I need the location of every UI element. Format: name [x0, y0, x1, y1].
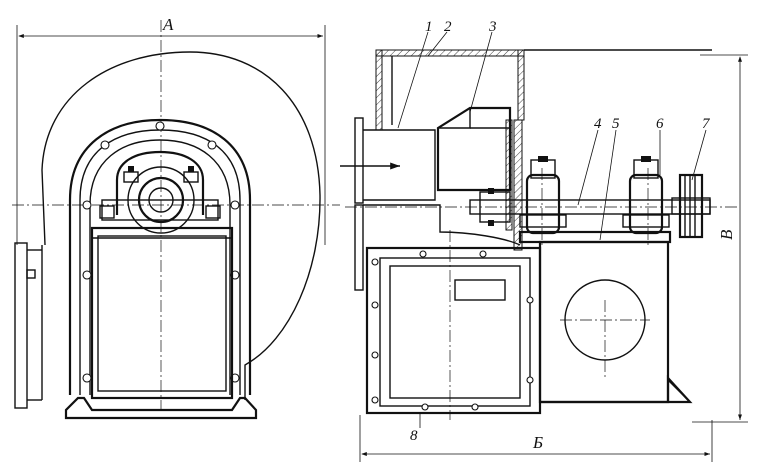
front-base — [64, 396, 258, 420]
dimension-v: В — [692, 54, 748, 423]
dimension-b-label: Б — [532, 433, 543, 452]
bearing-right — [622, 156, 670, 235]
support-frame — [538, 240, 693, 404]
fan-housing-top — [375, 49, 712, 131]
arch-bolts — [82, 121, 240, 383]
outlet-flange-side — [365, 246, 542, 415]
callout-1: 1 — [425, 19, 433, 35]
callout-8: 8 — [410, 428, 418, 444]
callout-leaders — [397, 31, 707, 428]
callout-2: 2 — [444, 19, 452, 35]
inlet-nozzle — [354, 117, 521, 291]
outlet-flange — [14, 242, 28, 409]
callout-4: 4 — [594, 116, 602, 132]
bearing-arch-frame — [68, 118, 252, 395]
side-view: 1 2 3 4 5 6 7 8 Б В — [340, 19, 748, 462]
dimension-b: Б — [359, 415, 713, 462]
front-support-frame — [90, 226, 234, 400]
callout-7: 7 — [702, 116, 711, 132]
impeller — [436, 106, 523, 251]
pulley — [671, 173, 711, 239]
bearing-left — [519, 156, 567, 235]
dimension-a: А — [16, 15, 326, 245]
bearing-housing-front — [99, 150, 221, 234]
dimension-a-label: А — [162, 15, 174, 34]
callout-3: 3 — [488, 19, 497, 35]
volute-casing — [41, 51, 321, 400]
front-view: А — [12, 15, 340, 420]
dimension-v-label: В — [717, 229, 736, 240]
callout-6: 6 — [656, 116, 664, 132]
callout-5: 5 — [612, 116, 620, 132]
